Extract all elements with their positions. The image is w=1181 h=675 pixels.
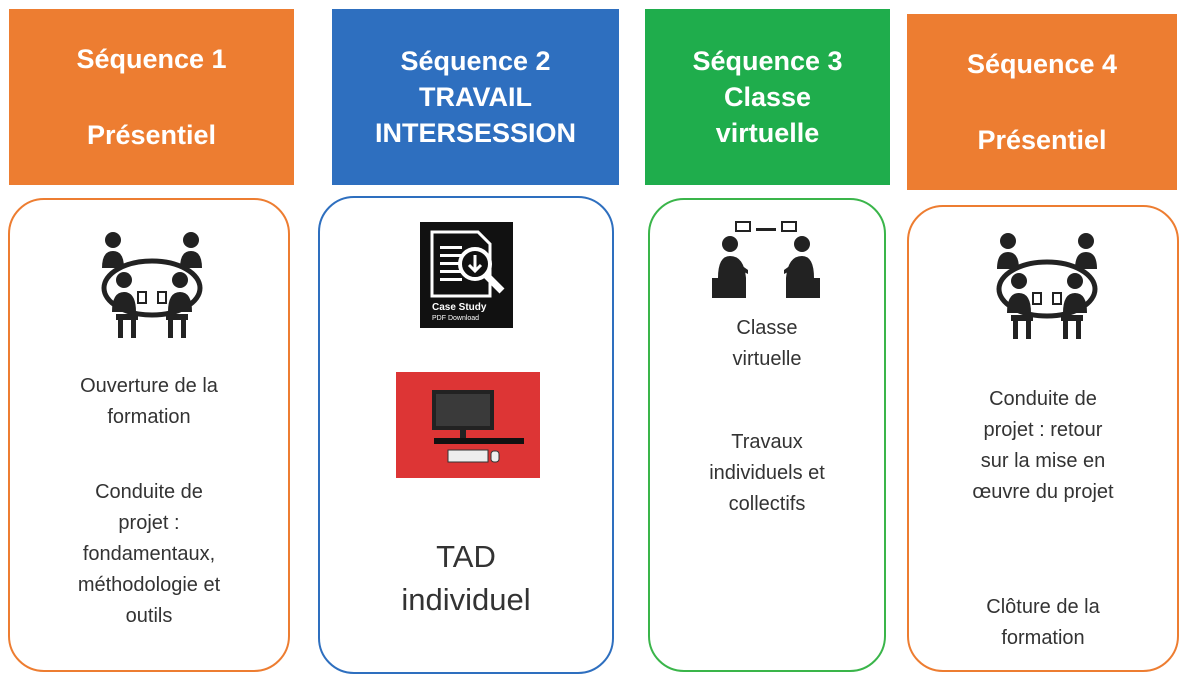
sequence-2-text-1: TAD individuel — [401, 539, 531, 617]
computer-workstation-icon — [396, 372, 540, 478]
two-people-chatting-icon — [712, 221, 820, 298]
sequence-4-card: Conduite de projet : retour sur la mise … — [907, 205, 1179, 672]
case-study-caption: Case Study — [432, 302, 487, 313]
case-study-pdf-icon: Case Study PDF Download — [420, 222, 513, 328]
sequence-1-text-2: Conduite de projet : fondamentaux, métho… — [77, 481, 221, 627]
sequence-4-text-1: Conduite de projet : retour sur la mise … — [972, 388, 1114, 503]
sequence-3-text-2: Travaux individuels et collectifs — [709, 431, 825, 515]
sequence-1-text-1: Ouverture de la formation — [80, 375, 218, 428]
sequence-1-mode: Présentiel — [86, 120, 217, 150]
sequence-3-card: Classe virtuelle Travaux individuels et … — [648, 198, 886, 672]
sequence-3-mode-line-1: Classe — [723, 82, 812, 112]
sequence-1-title: Séquence 1 — [76, 44, 227, 74]
pdf-download-caption: PDF Download — [432, 315, 479, 322]
sequence-3-title: Séquence 3 — [692, 46, 843, 76]
sequence-2-title: Séquence 2 — [400, 46, 551, 76]
sequence-2-header: Séquence 2 TRAVAIL INTERSESSION — [332, 9, 619, 185]
sequence-4-text-2: Clôture de la formation — [986, 596, 1100, 649]
sequence-4-mode: Présentiel — [977, 125, 1107, 155]
sequence-4-title: Séquence 4 — [966, 49, 1118, 79]
meeting-table-icon — [101, 232, 203, 338]
sequence-3-mode-line-2: virtuelle — [715, 118, 820, 148]
sequence-2-mode-line-2: INTERSESSION — [374, 118, 577, 148]
sequence-3-header: Séquence 3 Classe virtuelle — [645, 9, 890, 185]
meeting-table-icon — [996, 233, 1098, 339]
sequence-3-text-1: Classe virtuelle — [732, 317, 802, 370]
sequence-2-card: Case Study PDF Download TAD individuel — [318, 196, 614, 674]
sequence-1-header: Séquence 1 Présentiel — [9, 9, 294, 185]
sequence-1-card: Ouverture de la formation Conduite de pr… — [8, 198, 290, 672]
sequence-4-header: Séquence 4 Présentiel — [907, 14, 1177, 190]
sequence-2-mode-line-1: TRAVAIL — [419, 82, 532, 112]
